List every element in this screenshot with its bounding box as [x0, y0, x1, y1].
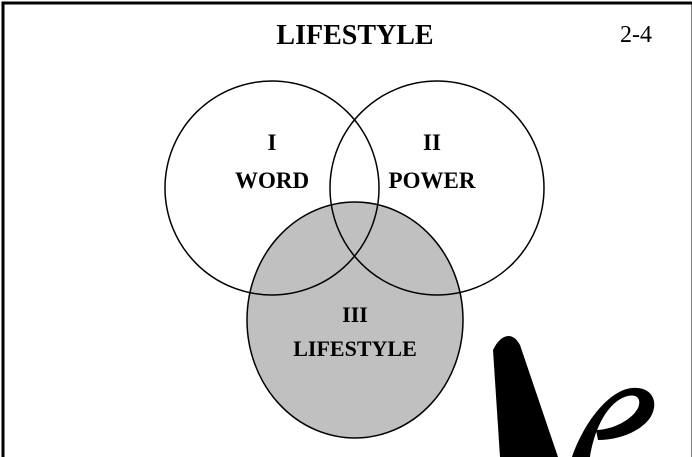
circle-lifestyle: [246, 201, 464, 439]
watermark-letters: [493, 335, 655, 457]
circle-lifestyle-label: LIFESTYLE: [293, 336, 417, 361]
circle-word-numeral: I: [267, 130, 277, 155]
circle-word-label: WORD: [234, 168, 310, 193]
circle-word: [164, 80, 380, 296]
circle-power-label: POWER: [388, 168, 476, 193]
diagram-title: LIFESTYLE: [276, 20, 434, 51]
circle-power-numeral: II: [423, 130, 441, 155]
circle-power: [329, 80, 545, 296]
page-number: 2-4: [620, 22, 652, 48]
circle-lifestyle-numeral: III: [342, 302, 368, 327]
